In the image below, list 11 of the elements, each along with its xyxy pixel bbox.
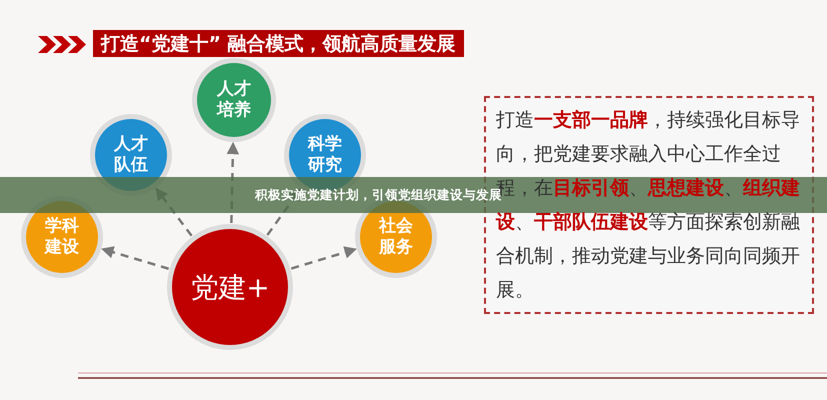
dashed-arrow bbox=[290, 246, 357, 270]
node-label: 科学研究 bbox=[308, 134, 342, 176]
node-label: 学科建设 bbox=[44, 216, 80, 258]
title: 打造“党建十” 融合模式，领航高质量发展 bbox=[101, 32, 456, 56]
node-label: 人才培养 bbox=[216, 78, 252, 122]
node-label: 党建+ bbox=[190, 270, 270, 304]
circle-node bbox=[172, 229, 288, 345]
node-label: 社会服务 bbox=[378, 216, 414, 258]
dashed-arrow bbox=[101, 246, 170, 270]
circle-node bbox=[197, 63, 271, 137]
node-label: 人才队伍 bbox=[114, 134, 148, 176]
